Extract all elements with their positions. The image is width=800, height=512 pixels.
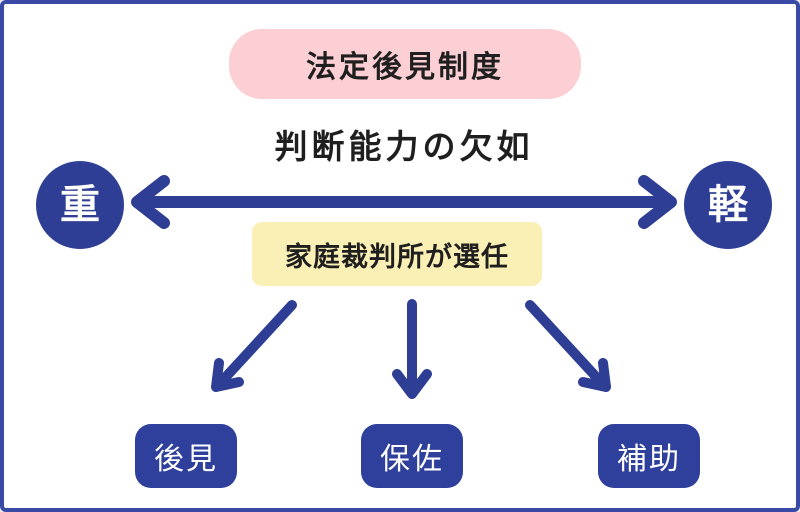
type-box-curatorship-label: 保佐 [380, 443, 444, 476]
branch-arrow-left-icon [211, 300, 297, 392]
type-box-assistance: 補助 [598, 424, 700, 488]
type-box-assistance-label: 補助 [617, 443, 681, 476]
court-banner-label: 家庭裁判所が選任 [285, 241, 509, 272]
type-box-curatorship: 保佐 [361, 424, 463, 488]
axis-caption: 判断能力の欠如 [274, 128, 534, 165]
severity-heavy-badge: 重 [36, 161, 124, 249]
type-box-guardianship: 後見 [135, 424, 237, 488]
title-banner: 法定後見制度 [229, 29, 581, 99]
severity-light-label: 軽 [708, 183, 748, 227]
branch-arrow-middle-icon [392, 299, 432, 399]
severity-light-badge: 軽 [684, 161, 772, 249]
branch-arrow-right-icon [525, 300, 611, 392]
severity-heavy-label: 重 [60, 183, 100, 227]
court-banner: 家庭裁判所が選任 [252, 222, 542, 286]
double-arrow-icon [131, 175, 677, 229]
title-banner-label: 法定後見制度 [306, 51, 504, 84]
type-box-guardianship-label: 後見 [154, 443, 218, 476]
